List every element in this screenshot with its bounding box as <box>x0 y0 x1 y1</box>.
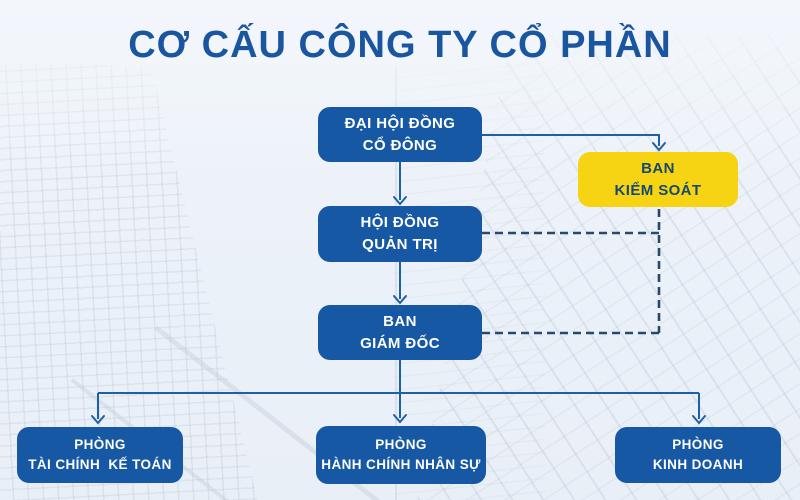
node-label-line: BAN <box>383 312 417 330</box>
connector-supervisory-dashed <box>482 209 661 335</box>
arrowhead-finance <box>91 415 105 425</box>
node-label-line: HÀNH CHÍNH NHÂN SỰ <box>321 457 481 472</box>
node-label-line: CỔ ĐÔNG <box>362 136 438 154</box>
arrowhead-supervisory <box>652 142 666 152</box>
node-label-line: TÀI CHÍNH KẾ TOÁN <box>28 457 172 472</box>
node-label-line: HỘI ĐỒNG <box>360 214 440 232</box>
node-label-line: ĐẠI HỘI ĐỒNG <box>344 114 456 132</box>
node-label-line: PHÒNG <box>74 437 126 453</box>
node-shareholders-meeting: ĐẠI HỘI ĐỒNG CỔ ĐÔNG <box>318 107 482 162</box>
node-executive-board: BAN GIÁM ĐỐC <box>318 305 482 360</box>
node-finance-accounting-dept: PHÒNG TÀI CHÍNH KẾ TOÁN <box>17 427 183 483</box>
node-board-of-directors: HỘI ĐỒNG QUẢN TRỊ <box>318 206 482 262</box>
node-label-line: BAN <box>641 159 675 177</box>
node-sales-dept: PHÒNG KINH DOANH <box>615 427 781 483</box>
connector-executive-to-departments <box>97 360 700 419</box>
arrowhead-sales <box>692 415 706 425</box>
node-label-line: PHÒNG <box>672 437 724 453</box>
node-label-line: KINH DOANH <box>652 457 744 472</box>
arrowhead-executive <box>393 295 407 305</box>
node-label-line: GIÁM ĐỐC <box>360 334 440 352</box>
connector-shareholders-to-supervisory <box>482 134 660 146</box>
node-hr-admin-dept: PHÒNG HÀNH CHÍNH NHÂN SỰ <box>316 426 486 484</box>
node-supervisory-board: BAN KIỂM SOÁT <box>578 152 738 207</box>
chart-title: CƠ CẤU CÔNG TY CỔ PHẦN <box>128 24 672 66</box>
node-label-line: KIỂM SOÁT <box>614 181 702 199</box>
arrowhead-board <box>393 196 407 206</box>
arrowhead-hr-admin <box>393 414 407 424</box>
node-label-line: QUẢN TRỊ <box>362 236 438 253</box>
node-label-line: PHÒNG <box>375 437 427 453</box>
